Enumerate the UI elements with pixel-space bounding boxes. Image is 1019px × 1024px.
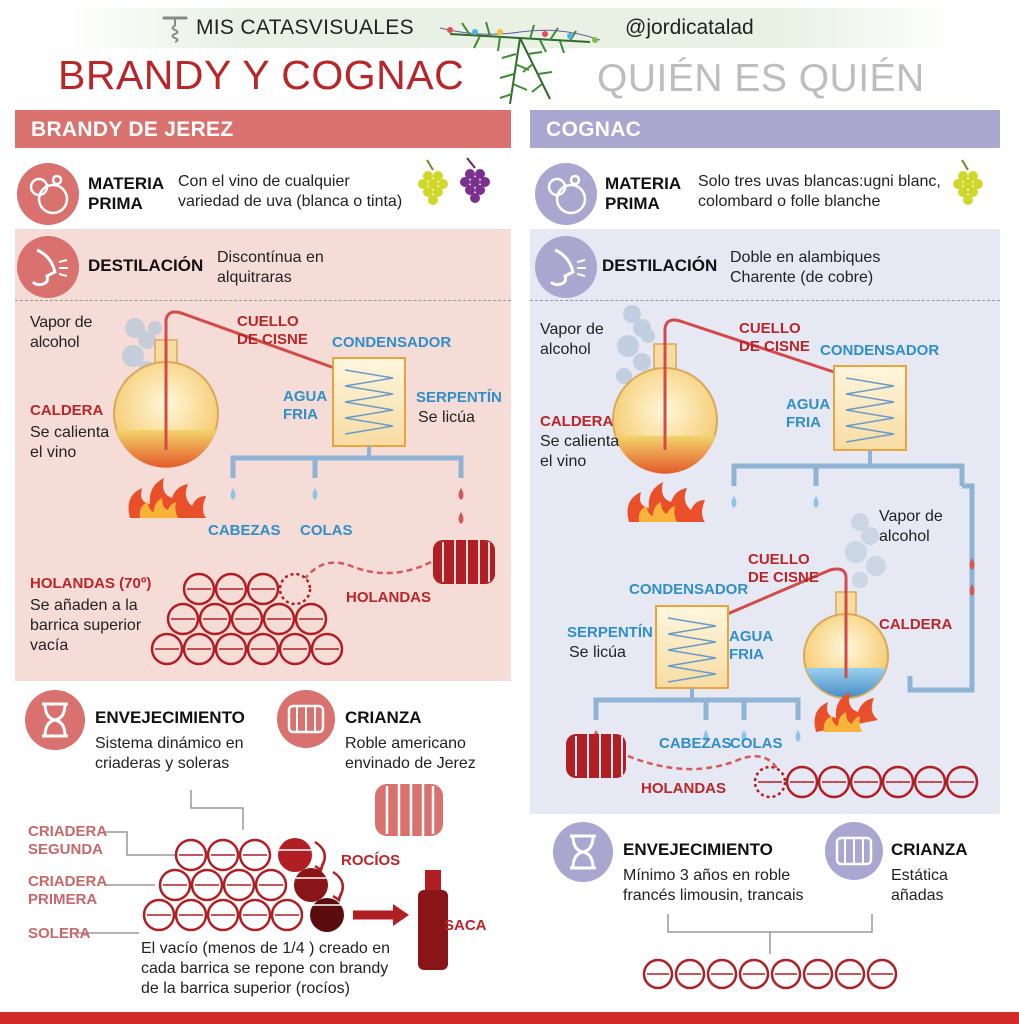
brandy-holandas-label: HOLANDAS [346,589,431,606]
criadera-primera-label: CRIADERA PRIMERA [28,873,107,908]
cognac-caldera2-label: CALDERA [879,616,953,633]
nose-icon [17,236,79,298]
brandy-colas-label: COLAS [300,522,353,539]
brandy-crianza-label: CRIANZA [345,708,422,727]
cognac-envejecimiento-text: Mínimo 3 años en roble francés limousin,… [623,867,804,904]
brandy-cuello-label: CUELLO DE CISNE [237,313,308,348]
saca-label: SACA [444,917,487,934]
brandy-cabezas-label: CABEZAS [208,522,281,539]
cognac-cuello-label: CUELLO DE CISNE [739,320,810,355]
brandy-heading: BRANDY DE JEREZ [15,110,511,148]
cognac-distillation-panel [530,229,1000,814]
cognac-serpentin-label: SERPENTÍN [567,624,653,641]
cognac-aging-barrels [642,914,898,990]
brandy-envejecimiento-text: Sistema dinámico en criaderas y soleras [95,735,244,772]
brandy-agua-label: AGUA FRIA [283,388,327,423]
brandy-caldera-text: Se calienta el vino [30,424,110,461]
cognac-vapor-label: Vapor de alcohol [540,321,604,358]
hourglass-icon [25,690,85,750]
cognac-dashed-divider [530,300,1000,301]
cognac-heading: COGNAC [530,110,1000,148]
cognac-condensador-label: CONDENSADOR [820,342,940,359]
cognac-destilacion-text: Doble en alambiques Charente (de cobre) [730,249,881,286]
pine-branch-icon [430,14,610,109]
cognac-barrel-front-icon [825,822,883,880]
brandy-condensador-label: CONDENSADOR [332,334,452,351]
cognac-envejecimiento-label: ENVEJECIMIENTO [623,840,773,859]
solera-diagram [75,784,448,970]
handle: @jordicatalad [625,16,754,39]
brandy-serpentin-label: SERPENTÍN [416,389,502,406]
fire-icon [128,478,206,518]
cognac-hourglass-icon [553,822,613,882]
cognac-colas-label: COLAS [730,735,783,752]
brandy-destilacion-text: Discontínua en alquitraras [217,249,324,286]
barrel-front-icon [277,690,335,748]
cognac-caldera-text: Se calienta el vino [540,433,620,470]
brandy-crianza-text: Roble americano envinado de Jerez [345,735,476,772]
solera-label: SOLERA [28,925,91,942]
bubbles-icon [17,163,79,225]
brandy-envejecimiento-label: ENVEJECIMIENTO [95,708,245,727]
brandy-still-diagram [113,310,495,666]
header-band [60,8,960,48]
cognac-agua-label: AGUA FRIA [786,396,830,431]
brandy-materia-text: Con el vino de cualquier variedad de uva… [178,173,403,210]
bottle-icon [418,870,448,970]
brandy-holandas-70-label: HOLANDAS (70º) [30,575,152,592]
brandy-vapor-label: Vapor de alcohol [30,314,93,351]
series-title: MIS CATASVISUALES [196,16,414,39]
grapes-icon [408,156,498,212]
vacio-text: El vacío (menos de 1/4 ) creado en cada … [141,940,391,997]
criadera-segunda-label: CRIADERA SEGUNDA [28,823,107,858]
cognac-holandas-label: HOLANDAS [641,780,726,797]
brandy-holandas-text: Se añaden a la barrica superior vacía [30,597,142,654]
brandy-distillation-panel [15,229,511,681]
brandy-serpentin-text: Se licúa [418,409,475,426]
cognac-nose-icon [535,236,597,298]
cognac-vapor2-label: Vapor de alcohol [879,508,943,545]
main-title: BRANDY Y COGNAC [58,52,465,98]
cognac-cabezas-label: CABEZAS [659,735,732,752]
cognac-materia-label: MATERIA PRIMA [605,174,681,213]
crianza-barrel-icon [375,784,443,836]
corkscrew-icon [160,12,190,48]
main-subtitle: QUIÉN ES QUIÉN [597,57,925,100]
cognac-bubbles-icon [535,163,597,225]
brandy-caldera-label: CALDERA [30,402,104,419]
cognac-still-diagram [566,305,979,799]
cognac-caldera-label: CALDERA [540,413,614,430]
cognac-crianza-text: Estática añadas [891,867,948,904]
cognac-materia-text: Solo tres uvas blancas:ugni blanc, colom… [698,173,941,210]
barrel-icon [433,540,495,584]
brandy-materia-label: MATERIA PRIMA [88,174,164,213]
cognac-destilacion-label: DESTILACIÓN [602,256,718,275]
cognac-agua2-label: AGUA FRIA [729,628,773,663]
brandy-destilacion-label: DESTILACIÓN [88,256,204,275]
cognac-condensador2-label: CONDENSADOR [629,581,749,598]
cognac-cuello2-label: CUELLO DE CISNE [748,551,819,586]
cognac-grapes-icon [945,156,990,212]
cognac-serpentin-text: Se licúa [569,644,626,661]
brandy-dashed-divider [15,300,511,301]
cognac-crianza-label: CRIANZA [891,840,968,859]
rocios-label: ROCÍOS [341,852,401,869]
bottom-bar [0,1012,1019,1024]
